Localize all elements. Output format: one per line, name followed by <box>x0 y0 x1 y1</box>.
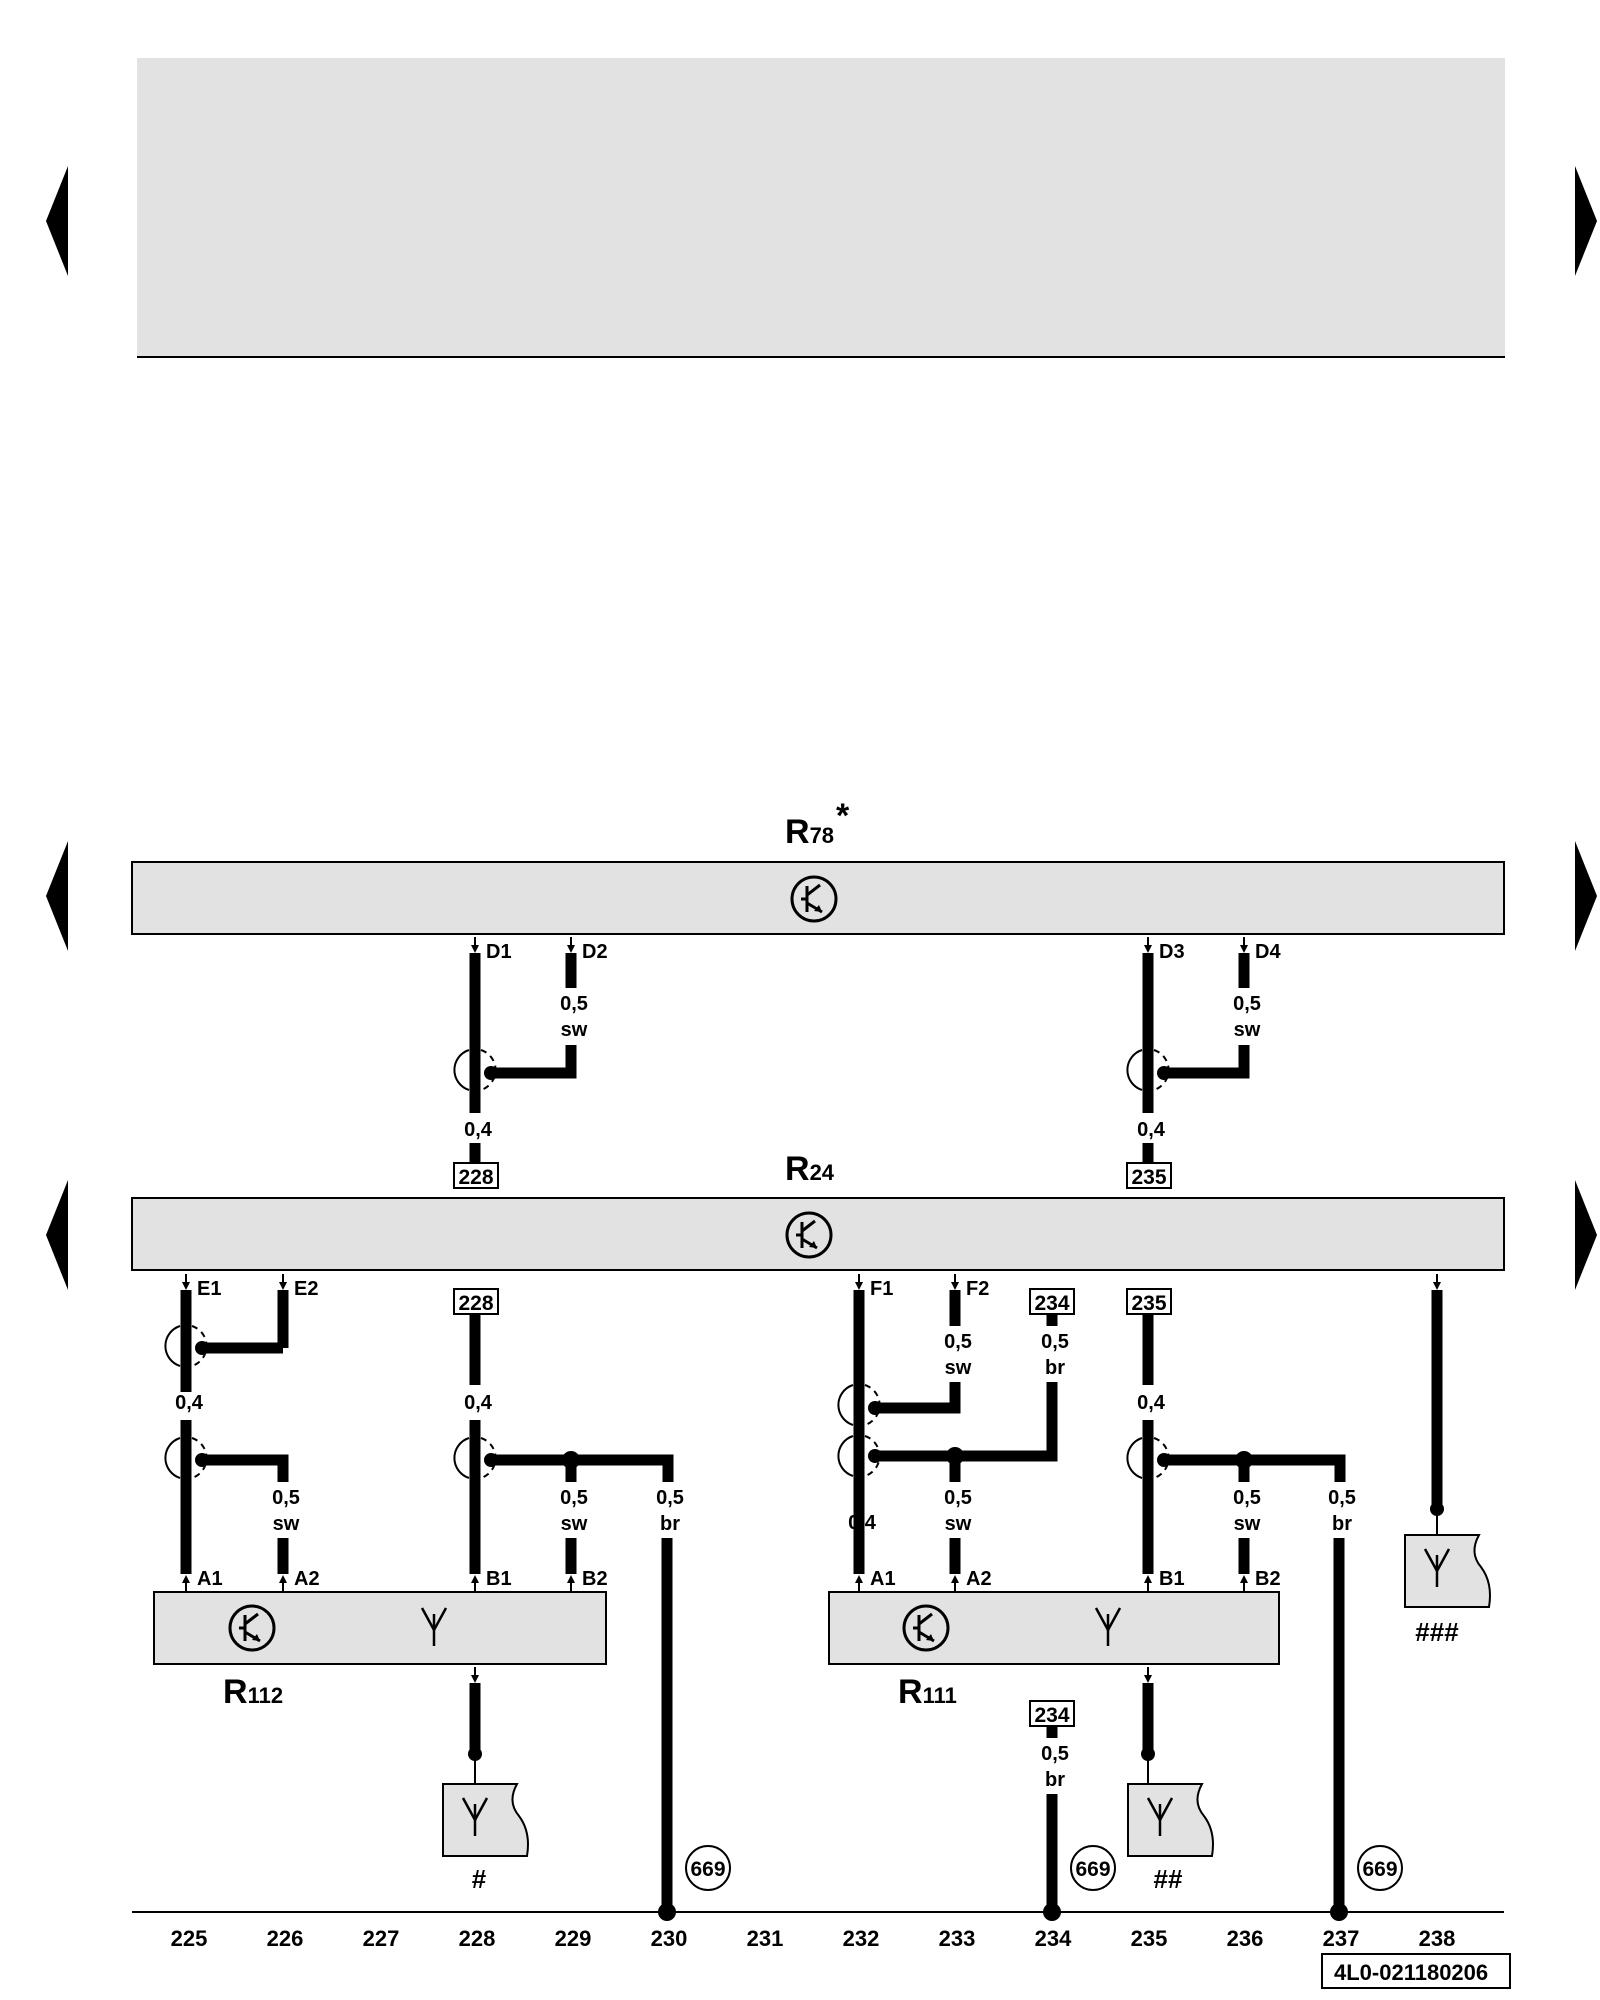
svg-text:228: 228 <box>459 1926 496 1951</box>
svg-text:226: 226 <box>267 1926 304 1951</box>
svg-text:br: br <box>1045 1769 1065 1791</box>
svg-text:238: 238 <box>1419 1926 1456 1951</box>
ground-terminal-icon: 669 <box>1357 1845 1403 1891</box>
ground-terminal-icon: 669 <box>685 1845 731 1891</box>
svg-text:225: 225 <box>171 1926 208 1951</box>
svg-text:0,4: 0,4 <box>848 1512 877 1534</box>
svg-text:231: 231 <box>747 1926 784 1951</box>
svg-text:236: 236 <box>1227 1926 1264 1951</box>
nav-arrow-right-icon[interactable] <box>1575 166 1597 276</box>
svg-text:237: 237 <box>1323 1926 1360 1951</box>
svg-text:0,5: 0,5 <box>944 1487 972 1509</box>
svg-text:0,5: 0,5 <box>1041 1743 1069 1765</box>
svg-text:669: 669 <box>690 1858 725 1881</box>
connector-234: 234 <box>1034 1292 1069 1315</box>
antenna-plug-triple <box>1404 1534 1491 1608</box>
connector-228: 228 <box>458 1292 493 1315</box>
nav-arrow-left-icon[interactable] <box>46 166 68 276</box>
antenna-mark-double: ## <box>1154 1864 1183 1894</box>
pin-b1: B1 <box>1159 1568 1185 1590</box>
svg-text:0,5: 0,5 <box>272 1487 300 1509</box>
svg-text:0,5: 0,5 <box>1233 993 1261 1015</box>
svg-text:230: 230 <box>651 1926 688 1951</box>
component-r78: R78* <box>131 797 1505 935</box>
svg-text:sw: sw <box>1234 1513 1261 1535</box>
svg-text:sw: sw <box>273 1513 300 1535</box>
svg-text:0,5: 0,5 <box>1328 1487 1356 1509</box>
svg-text:br: br <box>660 1513 680 1535</box>
reference-number: 4L0-021180206 <box>1334 1960 1488 1985</box>
svg-text:0,4: 0,4 <box>464 1119 493 1141</box>
svg-text:0,4: 0,4 <box>464 1392 493 1414</box>
r78-label: R78* <box>785 797 850 851</box>
component-r111: R111 <box>828 1591 1280 1711</box>
pin-a1: A1 <box>870 1568 896 1590</box>
svg-text:0,4: 0,4 <box>1137 1392 1166 1414</box>
connector-228: 228 <box>458 1166 493 1189</box>
svg-text:227: 227 <box>363 1926 400 1951</box>
r112-label: R112 <box>223 1673 283 1711</box>
svg-text:233: 233 <box>939 1926 976 1951</box>
pin-a1: A1 <box>197 1568 223 1590</box>
blank-header-area <box>137 58 1505 356</box>
pin-b2: B2 <box>582 1568 608 1590</box>
pin-d4: D4 <box>1255 941 1281 963</box>
svg-text:sw: sw <box>561 1019 588 1041</box>
svg-text:br: br <box>1045 1357 1065 1379</box>
pin-a2: A2 <box>966 1568 992 1590</box>
svg-text:sw: sw <box>561 1513 588 1535</box>
pin-f2: F2 <box>966 1278 989 1300</box>
pin-d2: D2 <box>582 941 608 963</box>
svg-text:669: 669 <box>1362 1858 1397 1881</box>
svg-text:0,5: 0,5 <box>560 993 588 1015</box>
pin-b1: B1 <box>486 1568 512 1590</box>
svg-text:235: 235 <box>1131 1926 1168 1951</box>
ground-terminal-icon: 669 <box>1070 1845 1116 1891</box>
column-numbers: 225 226 227 228 229 230 231 232 233 234 … <box>171 1926 1456 1951</box>
svg-text:0,5: 0,5 <box>1233 1487 1261 1509</box>
antenna-plug-double <box>1127 1783 1214 1857</box>
svg-text:0,5: 0,5 <box>560 1487 588 1509</box>
antenna-plug-single <box>442 1783 529 1857</box>
pin-b2: B2 <box>1255 1568 1281 1590</box>
connector-234: 234 <box>1034 1704 1069 1727</box>
r24-label: R24 <box>785 1150 835 1188</box>
component-r112: R112 <box>153 1591 607 1711</box>
svg-text:229: 229 <box>555 1926 592 1951</box>
svg-text:sw: sw <box>945 1513 972 1535</box>
svg-text:669: 669 <box>1075 1858 1110 1881</box>
pin-e2: E2 <box>294 1278 318 1300</box>
reference-box <box>1321 1953 1511 1989</box>
svg-text:0,4: 0,4 <box>175 1392 204 1414</box>
svg-text:0,5: 0,5 <box>944 1331 972 1353</box>
svg-text:234: 234 <box>1035 1926 1072 1951</box>
pin-d3: D3 <box>1159 941 1185 963</box>
nav-arrow-left-icon[interactable] <box>46 841 68 951</box>
component-r24: R24 <box>131 1150 1505 1271</box>
nav-arrow-left-icon[interactable] <box>46 1180 68 1290</box>
connector-235: 235 <box>1131 1292 1166 1315</box>
svg-text:0,5: 0,5 <box>656 1487 684 1509</box>
antenna-mark-single: # <box>472 1864 487 1894</box>
antenna-mark-triple: ### <box>1415 1617 1459 1647</box>
connector-235: 235 <box>1131 1166 1166 1189</box>
svg-text:sw: sw <box>945 1357 972 1379</box>
svg-text:232: 232 <box>843 1926 880 1951</box>
pin-e1: E1 <box>197 1278 221 1300</box>
nav-arrow-right-icon[interactable] <box>1575 1180 1597 1290</box>
pin-d1: D1 <box>486 941 512 963</box>
svg-text:sw: sw <box>1234 1019 1261 1041</box>
pin-f1: F1 <box>870 1278 893 1300</box>
pin-a2: A2 <box>294 1568 320 1590</box>
nav-arrow-right-icon[interactable] <box>1575 841 1597 951</box>
r111-label: R111 <box>898 1673 957 1711</box>
svg-text:br: br <box>1332 1513 1352 1535</box>
svg-text:0,5: 0,5 <box>1041 1331 1069 1353</box>
svg-text:0,4: 0,4 <box>1137 1119 1166 1141</box>
